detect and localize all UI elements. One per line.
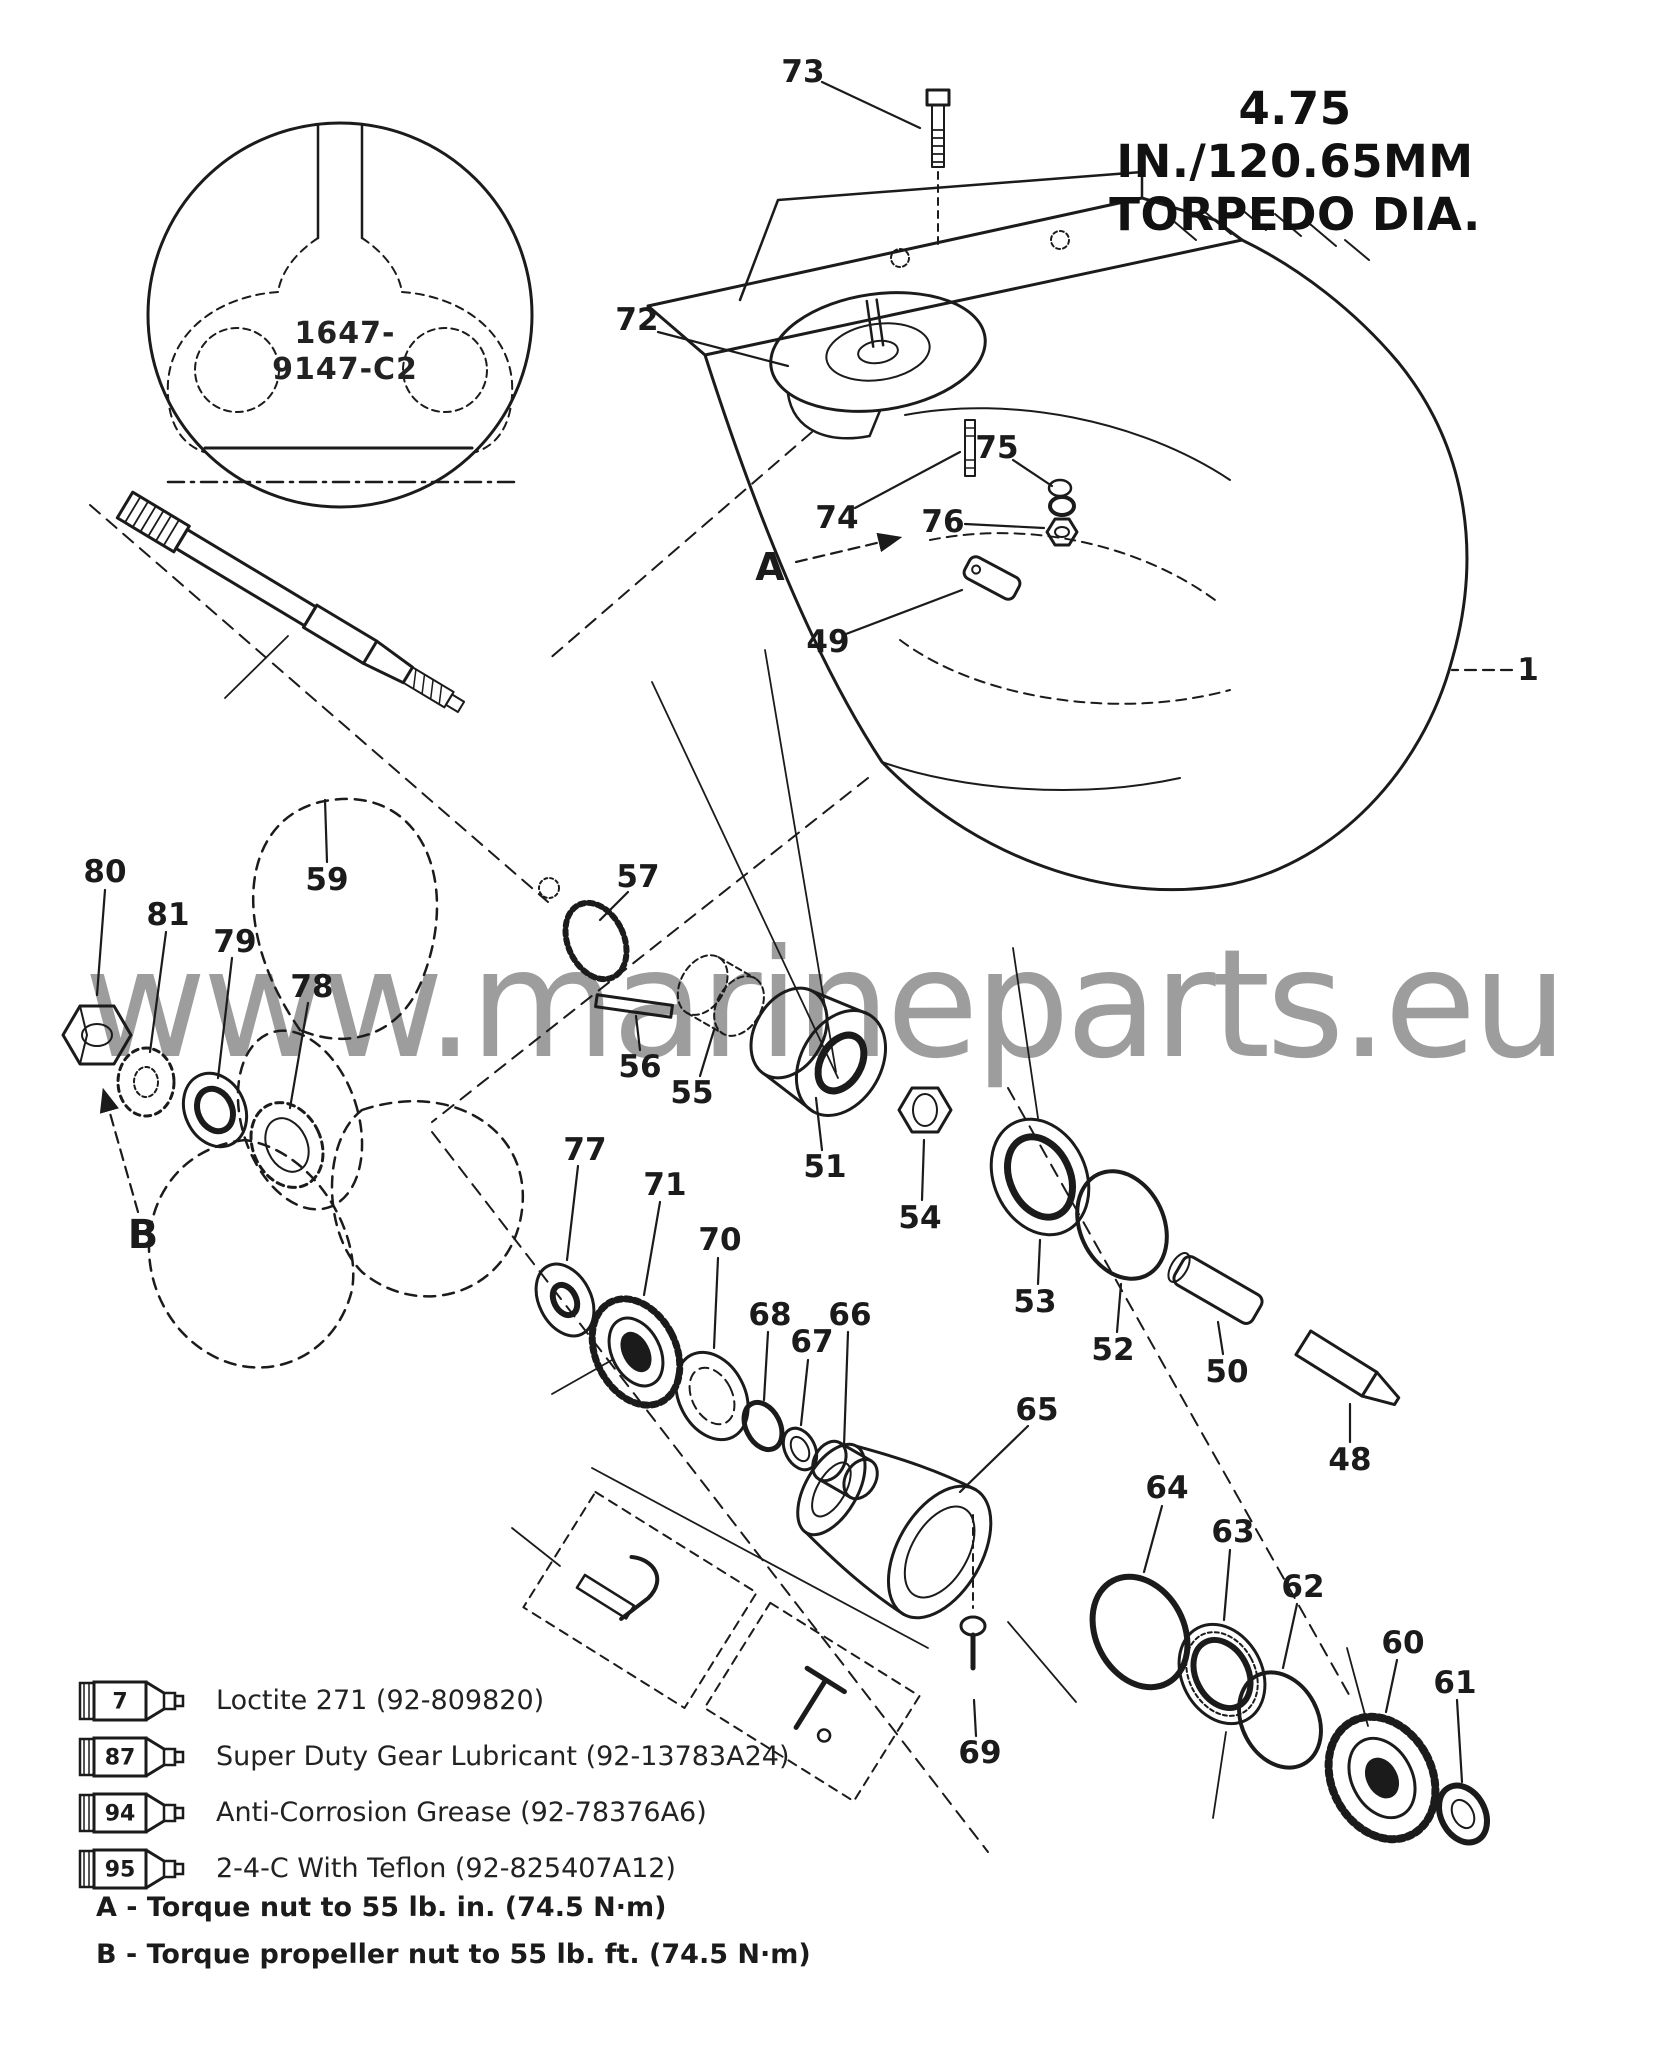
stud-74 [964,419,976,477]
leader-line-56 [634,1014,642,1052]
spline-washer-78 [249,1101,325,1189]
pinion-gear-60 [1324,1712,1440,1844]
thrust-hub-79 [181,1071,249,1149]
leader-line-75 [1011,458,1054,488]
small-ring-58 [538,877,560,899]
leader-line-62 [1281,1602,1299,1670]
o-ring-64 [1089,1573,1191,1691]
tab-washer-81 [116,1046,176,1118]
legend-label: Loctite 271 (92-809820) [216,1685,545,1716]
leader-line-79 [216,956,234,1080]
torque-notes: A - Torque nut to 55 lb. in. (74.5 N·m) … [96,1892,811,1986]
leader-line-80 [95,888,107,997]
ring-67 [781,1426,819,1472]
legend-row-gear-lube: 87 Super Duty Gear Lubricant (92-13783A2… [76,1734,789,1779]
svg-text:87: 87 [105,1745,136,1770]
water-pump-base-72 [769,291,987,440]
leader-line-66 [842,1330,850,1448]
leader-line-73 [820,80,922,130]
leader-line-81 [148,930,168,1054]
leader-line-53 [1036,1238,1042,1286]
driver-tool-50 [1167,1252,1264,1325]
propeller-shaft-59 [115,490,466,714]
torque-note-b: B - Torque propeller nut to 55 lb. ft. (… [96,1939,811,1970]
legend-label: Anti-Corrosion Grease (92-78376A6) [216,1797,707,1828]
leader-line-A [794,532,903,564]
leader-line-70 [712,1256,720,1350]
svg-text:95: 95 [105,1857,136,1882]
inset-part-number-line2: 9147-C2 [272,352,418,387]
carrier-assembly-65 [796,1442,993,1620]
pin-56 [594,993,674,1019]
leader-line-68 [762,1330,770,1402]
leader-line-67 [799,1358,810,1427]
title-line-1: 4.75 IN./120.65MM [1116,82,1474,189]
lubricant-legend: 7 Loctite 271 (92-809820) 87 Super Duty … [76,1678,789,1891]
leader-line-54 [920,1138,926,1202]
legend-row-loctite: 7 Loctite 271 (92-809820) [76,1678,789,1723]
page-title: 4.75 IN./120.65MM TORPEDO DIA. [1055,82,1535,241]
seal-68 [741,1399,785,1453]
leader-line-59 [323,798,329,864]
lubricant-tube-icon: 94 [78,1792,185,1833]
shim-ring-62 [1237,1670,1323,1770]
nut-76 [1045,517,1079,547]
bearing-carrier-51 [749,986,888,1117]
forward-gear-71 [588,1295,684,1409]
leader-line-76 [963,522,1046,530]
spline-coupler-55 [676,954,765,1037]
title-line-2: TORPEDO DIA. [1109,188,1481,242]
torque-note-a: A - Torque nut to 55 lb. in. (74.5 N·m) [96,1892,667,1923]
tube-leader-lines [224,635,1369,1819]
svg-text:7: 7 [112,1689,127,1714]
leader-line-69 [972,1698,978,1738]
bearing-race-57 [562,899,630,983]
leader-line-51 [814,1096,824,1152]
ball-bearing-53 [989,1117,1091,1237]
leader-line-71 [642,1200,662,1297]
cross-pin-kit-box [522,1490,758,1710]
inset-part-number: 1647- 9147-C2 [272,316,418,388]
leader-line-49 [844,588,964,636]
legend-row-anticorrosion: 94 Anti-Corrosion Grease (92-78376A6) [76,1790,789,1835]
seal-61 [1436,1782,1490,1846]
leader-line-50 [1216,1320,1225,1356]
washer-75 [1047,478,1076,517]
legend-row-24c: 95 2-4-C With Teflon (92-825407A12) [76,1846,789,1891]
hex-bushing-54 [897,1086,953,1134]
leader-line-72 [656,330,790,368]
leader-line-60 [1384,1658,1399,1714]
spline-plate-70 [674,1350,750,1442]
lubricant-tube-icon: 7 [78,1680,185,1721]
leader-line-61 [1455,1698,1464,1784]
lubricant-tube-icon: 95 [78,1848,185,1889]
inset-cross-section [146,121,534,509]
leader-line-63 [1222,1548,1232,1622]
shift-cam-49 [962,555,1022,601]
leader-line-77 [565,1164,580,1262]
leader-line-B [99,1087,140,1214]
punch-tool-48 [1294,1329,1401,1407]
svg-text:94: 94 [105,1801,136,1826]
propeller-phantom [147,797,525,1369]
leader-line-74 [853,450,962,510]
leader-line-78 [288,1001,310,1110]
leader-line-64 [1142,1504,1164,1574]
gearcase-housing [646,170,1469,892]
lubricant-tube-icon: 87 [78,1736,185,1777]
o-ring-52 [1075,1169,1169,1281]
leader-line-55 [698,1028,716,1078]
propeller-nut-80 [61,1004,133,1066]
leader-line-52 [1115,1282,1123,1334]
legend-label: 2-4-C With Teflon (92-825407A12) [216,1853,676,1884]
legend-label: Super Duty Gear Lubricant (92-13783A24) [216,1741,790,1772]
leader-line-65 [958,1424,1030,1494]
bolt-73 [925,88,951,251]
leader-line-57 [598,890,630,922]
inset-part-number-line1: 1647- [294,316,396,351]
bolt-69 [959,1514,987,1671]
